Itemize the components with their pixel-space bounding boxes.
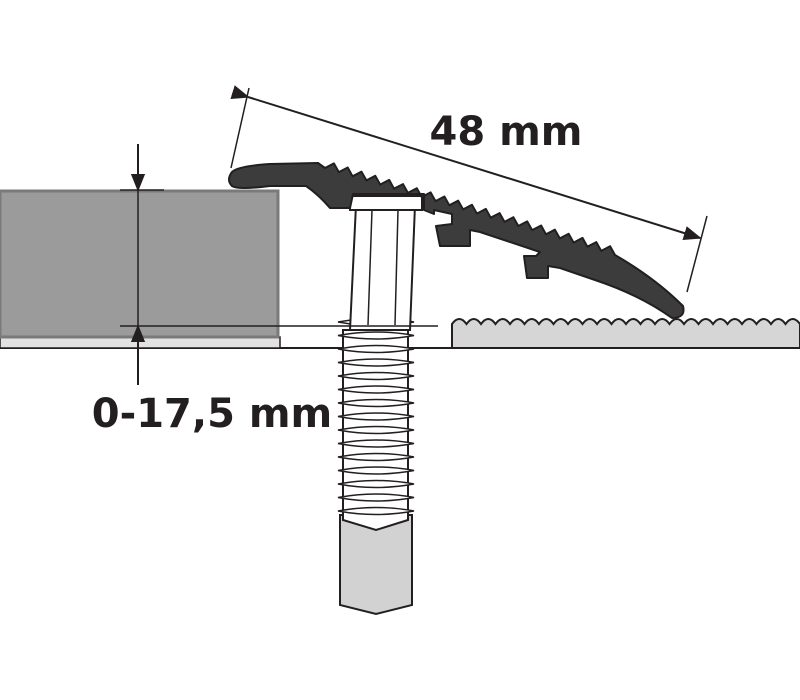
dowel-anchor (337, 195, 423, 616)
dowel-rib (337, 439, 415, 448)
dowel-rib (337, 412, 415, 421)
height-label: 0-17,5 mm (92, 391, 332, 437)
dowel-rib (337, 493, 415, 502)
dowel-rib (337, 344, 415, 354)
dowel-rib (337, 331, 415, 340)
dowel-rib (337, 452, 415, 462)
dowel-rib (337, 358, 415, 367)
left-floor-covering (0, 189, 281, 349)
dowel-rib (337, 385, 415, 394)
dowel-rib (337, 425, 415, 435)
transition-profile (228, 162, 685, 319)
dowel-rib (337, 398, 415, 408)
height-dimension (120, 144, 438, 385)
width-label: 48 mm (430, 109, 583, 155)
right-carpet-covering (451, 318, 800, 349)
dowel-rib (337, 466, 415, 475)
dowel-rib (337, 479, 415, 489)
width-dimension (230, 85, 708, 293)
dowel-rib (337, 371, 415, 381)
dowel-rib (337, 506, 415, 516)
